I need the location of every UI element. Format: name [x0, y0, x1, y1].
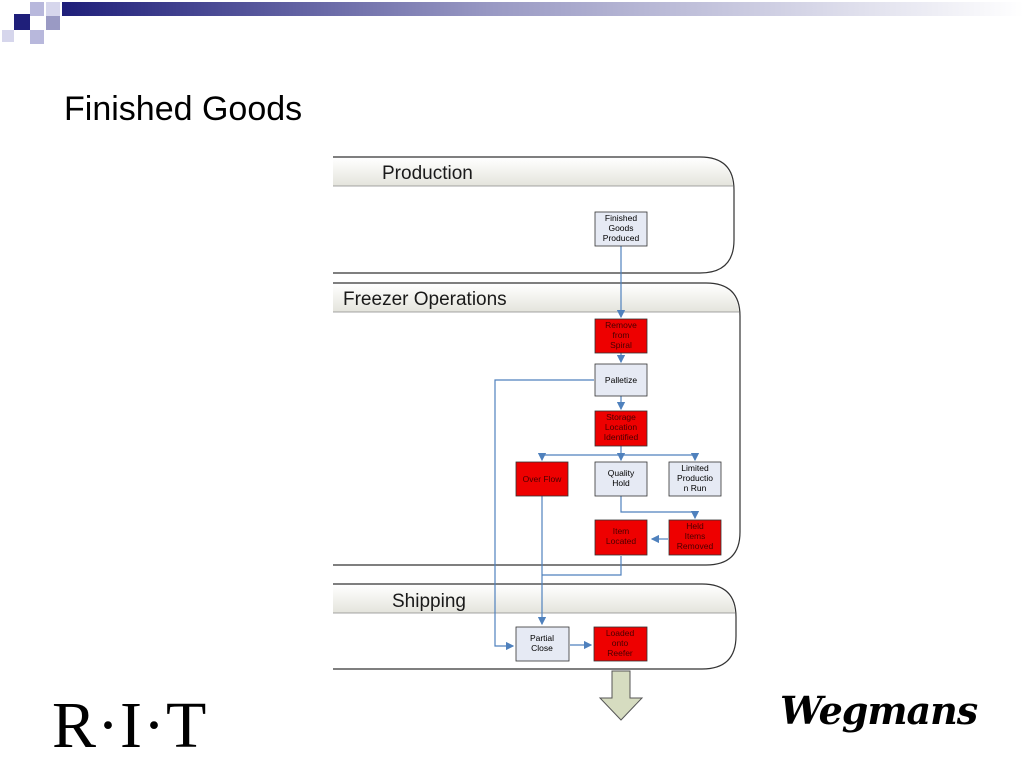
lane-label-freezer: Freezer Operations [343, 289, 507, 310]
rit-logo: R·I·T [52, 689, 208, 762]
lane-label-production: Production [382, 163, 473, 184]
slide-title: Finished Goods [64, 90, 303, 128]
box-over-flow: Over Flow [515, 461, 569, 497]
svg-text:Over Flow: Over Flow [523, 474, 563, 484]
box-palletize: Palletize [594, 363, 648, 397]
down-arrow-icon [598, 670, 644, 721]
svg-text:Palletize: Palletize [605, 375, 637, 385]
lane-production: Production [333, 156, 735, 274]
lane-label-shipping: Shipping [392, 591, 466, 612]
flow-connectors [494, 246, 700, 651]
slide-header-decoration [2, 2, 1024, 44]
wegmans-logo: Wegmans [780, 688, 978, 733]
